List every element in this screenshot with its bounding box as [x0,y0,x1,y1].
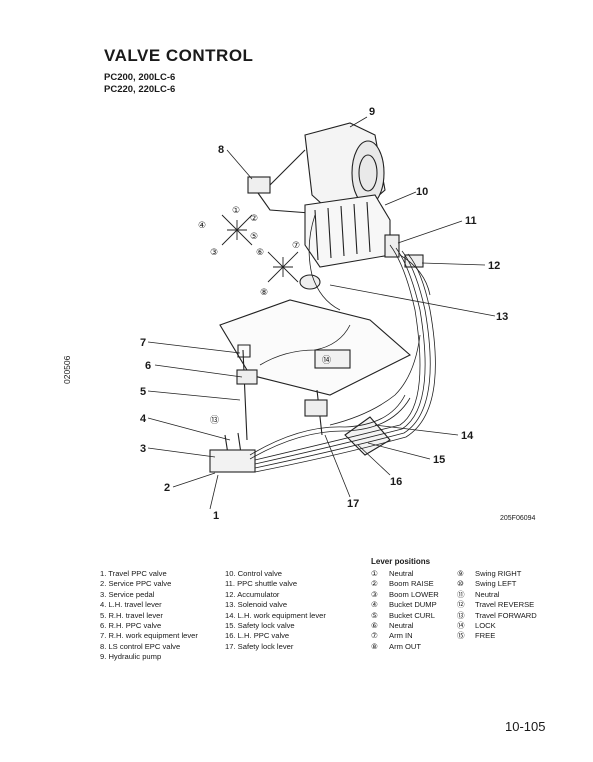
part-item: 10. Control valve [225,569,282,578]
part-item: 3. Service pedal [100,589,155,599]
part-item: 6. R.H. PPC valve [100,621,162,631]
diagram-mark-6: ⑥ [256,248,264,258]
callout-5: 5 [140,386,146,398]
ls-epc-valve-shape [247,176,271,194]
model-line-1: PC200, 200LC-6 [104,72,176,83]
diagram-mark-7: ⑦ [292,241,300,251]
callout-12: 12 [488,260,500,272]
callout-16: 16 [390,476,402,488]
callout-9: 9 [369,106,375,118]
callout-1: 1 [213,510,219,522]
diagram-mark-3: ③ [210,248,218,258]
diagram-mark-13: ⑬ [210,415,219,426]
callout-13: 13 [496,311,508,323]
part-item: 14. L.H. work equipment lever [225,610,326,620]
figure-code: 205F06094 [500,515,536,522]
callout-14: 14 [461,430,474,442]
part-item: 7. R.H. work equipment lever [100,631,198,641]
callout-6: 6 [145,360,151,372]
callout-2: 2 [164,482,170,494]
shuttle-valve-shape [384,234,400,258]
part-item: 12. Accumulator [225,589,280,599]
part-item: 8. LS control EPC valve [100,641,181,651]
diagram-mark-2: ② [250,214,258,224]
callout-8: 8 [218,144,224,156]
part-item: 1. Travel PPC valve [100,569,167,578]
part-item: 5. R.H. travel lever [100,610,163,620]
lever-direction-cross-right [267,251,299,283]
part-item: 4. L.H. travel lever [100,600,162,610]
lever-direction-cross-left [221,214,253,246]
callout-15: 15 [433,454,445,466]
callout-10: 10 [416,186,428,198]
diagram-mark-8: ⑧ [260,288,268,298]
part-item: 16. L.H. PPC valve [225,631,290,641]
valve-control-diagram: 1 2 3 4 5 6 7 8 9 10 11 12 13 14 15 16 1… [140,106,508,522]
part-item: 17. Safety lock lever [225,641,294,651]
accumulator-shape [404,254,424,268]
callout-17: 17 [347,498,359,510]
part-item: 15. Safety lock valve [225,621,295,631]
page-title: VALVE CONTROL [104,46,254,65]
part-item: 2. Service PPC valve [100,579,172,589]
side-code: 020506 [62,355,72,384]
callout-4: 4 [140,413,147,425]
diagram-mark-1: ① [232,206,240,216]
page-number: 10-105 [505,719,546,734]
solenoid-valve-shape [299,274,321,290]
callout-3: 3 [140,443,146,455]
lever-positions-header: Lever positions [371,557,431,566]
part-item: 11. PPC shuttle valve [225,579,298,589]
model-line-2: PC220, 220LC-6 [104,84,176,95]
callout-11: 11 [465,215,477,227]
part-item: 13. Solenoid valve [225,600,288,610]
diagram-mark-14: ⑭ [322,355,331,366]
callout-7: 7 [140,337,146,349]
part-item: 9. Hydraulic pump [100,652,162,662]
diagram-mark-5: ⑤ [250,232,258,242]
diagram-mark-4: ④ [198,221,206,231]
